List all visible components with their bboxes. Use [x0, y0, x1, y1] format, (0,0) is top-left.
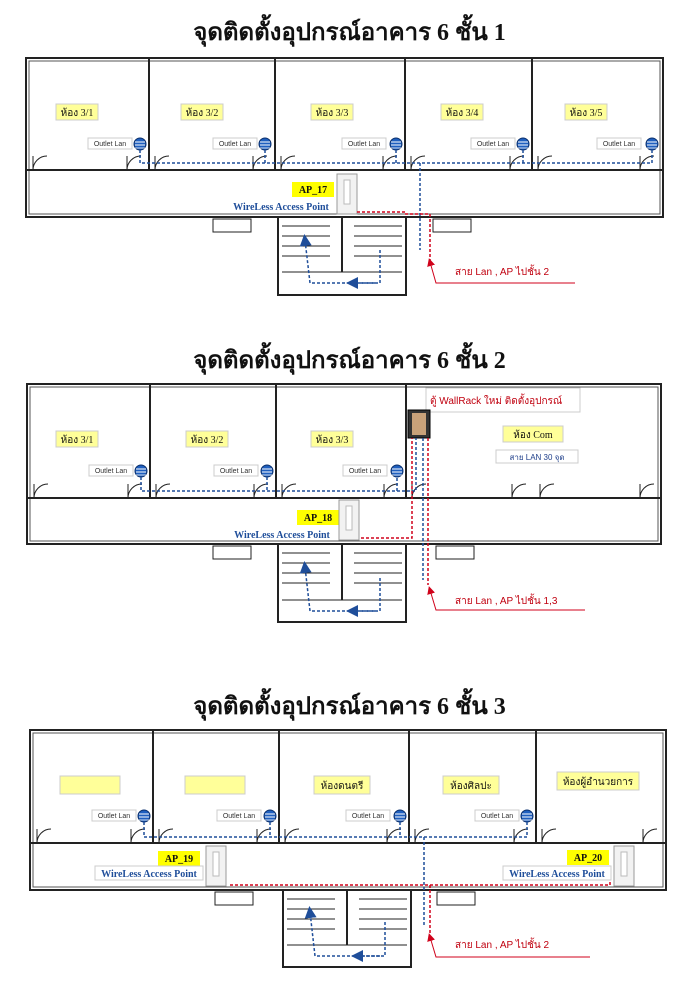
f2-outlet-label-2: Outlet Lan [220, 468, 252, 475]
f2-outlet-label-1: Outlet Lan [95, 468, 127, 475]
access-point-icon [338, 499, 360, 541]
f3-outlet-label-3: Outlet Lan [352, 813, 384, 820]
f2-ap-caption: WireLess Access Point [234, 530, 330, 541]
f3-cable-note: สาย Lan , AP ไปชั้น 2 [455, 937, 550, 951]
f2-room-1: ห้อง 3/1 [61, 434, 94, 446]
outlet-icon [134, 464, 148, 478]
f2-outlets: Outlet Lan Outlet Lan Outlet Lan [88, 464, 404, 478]
f3-outlet-label-2: Outlet Lan [223, 813, 255, 820]
f2-room-com: ห้อง Com [513, 429, 553, 441]
outlet-icon [260, 464, 274, 478]
f3-room-5: ห้องผู้อำนวยการ [563, 776, 634, 788]
access-point-icon [205, 845, 227, 887]
f1-room-2: ห้อง 3/2 [186, 107, 219, 119]
outlet-icon [393, 809, 407, 823]
access-point-icon [613, 845, 635, 887]
f1-outlets: Outlet Lan Outlet Lan Outlet Lan Outlet … [87, 137, 659, 151]
floor3-title: จุดติดตั้งอุปกรณ์อาคาร 6 ชั้น 3 [193, 694, 506, 720]
floor1-plan: ห้อง 3/1 ห้อง 3/2 ห้อง 3/3 ห้อง 3/4 ห้อง… [25, 57, 664, 296]
f3-room-4: ห้องศิลปะ [450, 780, 492, 792]
f3-room-3: ห้องดนตรี [321, 780, 364, 792]
outlet-icon [389, 137, 403, 151]
f1-outlet-label-2: Outlet Lan [219, 141, 251, 148]
f1-outlet-label-1: Outlet Lan [94, 141, 126, 148]
outlet-icon [133, 137, 147, 151]
floor2-plan: ห้อง 3/1 ห้อง 3/2 ห้อง 3/3 ห้อง Com สาย … [26, 383, 662, 623]
f2-outlet-label-3: Outlet Lan [349, 468, 381, 475]
f3-ap20-caption: WireLess Access Point [509, 869, 605, 880]
outlet-icon [390, 464, 404, 478]
access-point-icon [336, 173, 358, 215]
floor3-plan: ห้องดนตรี ห้องศิลปะ ห้องผู้อำนวยการ Outl… [29, 729, 667, 968]
f2-ap-label: AP_18 [304, 513, 332, 524]
outlet-icon [137, 809, 151, 823]
floor1-title: จุดติดตั้งอุปกรณ์อาคาร 6 ชั้น 1 [193, 20, 506, 46]
f3-outlet-label-1: Outlet Lan [98, 813, 130, 820]
f2-room-3: ห้อง 3/3 [316, 434, 349, 446]
f1-outlet-label-4: Outlet Lan [477, 141, 509, 148]
f3-ap20-label: AP_20 [574, 853, 602, 864]
f1-outlet-label-3: Outlet Lan [348, 141, 380, 148]
f3-outlets: Outlet Lan Outlet Lan Outlet Lan Outlet … [91, 809, 534, 823]
f1-outlet-label-5: Outlet Lan [603, 141, 635, 148]
f2-rack-note: ตู้ WallRack ใหม่ ติดตั้งอุปกรณ์ [430, 393, 562, 407]
floor2-title: จุดติดตั้งอุปกรณ์อาคาร 6 ชั้น 2 [193, 348, 506, 374]
wallrack-icon [407, 409, 431, 439]
outlet-icon [258, 137, 272, 151]
f3-outlet-label-4: Outlet Lan [481, 813, 513, 820]
f1-ap-caption: WireLess Access Point [233, 202, 329, 213]
f1-room-4: ห้อง 3/4 [446, 107, 479, 119]
outlet-icon [645, 137, 659, 151]
f2-room-2: ห้อง 3/2 [191, 434, 224, 446]
f3-ap19-label: AP_19 [165, 854, 193, 865]
f2-cable-note: สาย Lan , AP ไปชั้น 1,3 [455, 593, 558, 607]
f1-ap-label: AP_17 [299, 185, 327, 196]
f2-com-note: สาย LAN 30 จุด [509, 453, 564, 462]
outlet-icon [516, 137, 530, 151]
outlet-icon [520, 809, 534, 823]
f1-room-3: ห้อง 3/3 [316, 107, 349, 119]
outlet-icon [263, 809, 277, 823]
f1-room-5: ห้อง 3/5 [570, 107, 603, 119]
f3-ap19-caption: WireLess Access Point [101, 869, 197, 880]
f1-room-1: ห้อง 3/1 [61, 107, 94, 119]
f1-cable-note: สาย Lan , AP ไปชั้น 2 [455, 264, 550, 278]
